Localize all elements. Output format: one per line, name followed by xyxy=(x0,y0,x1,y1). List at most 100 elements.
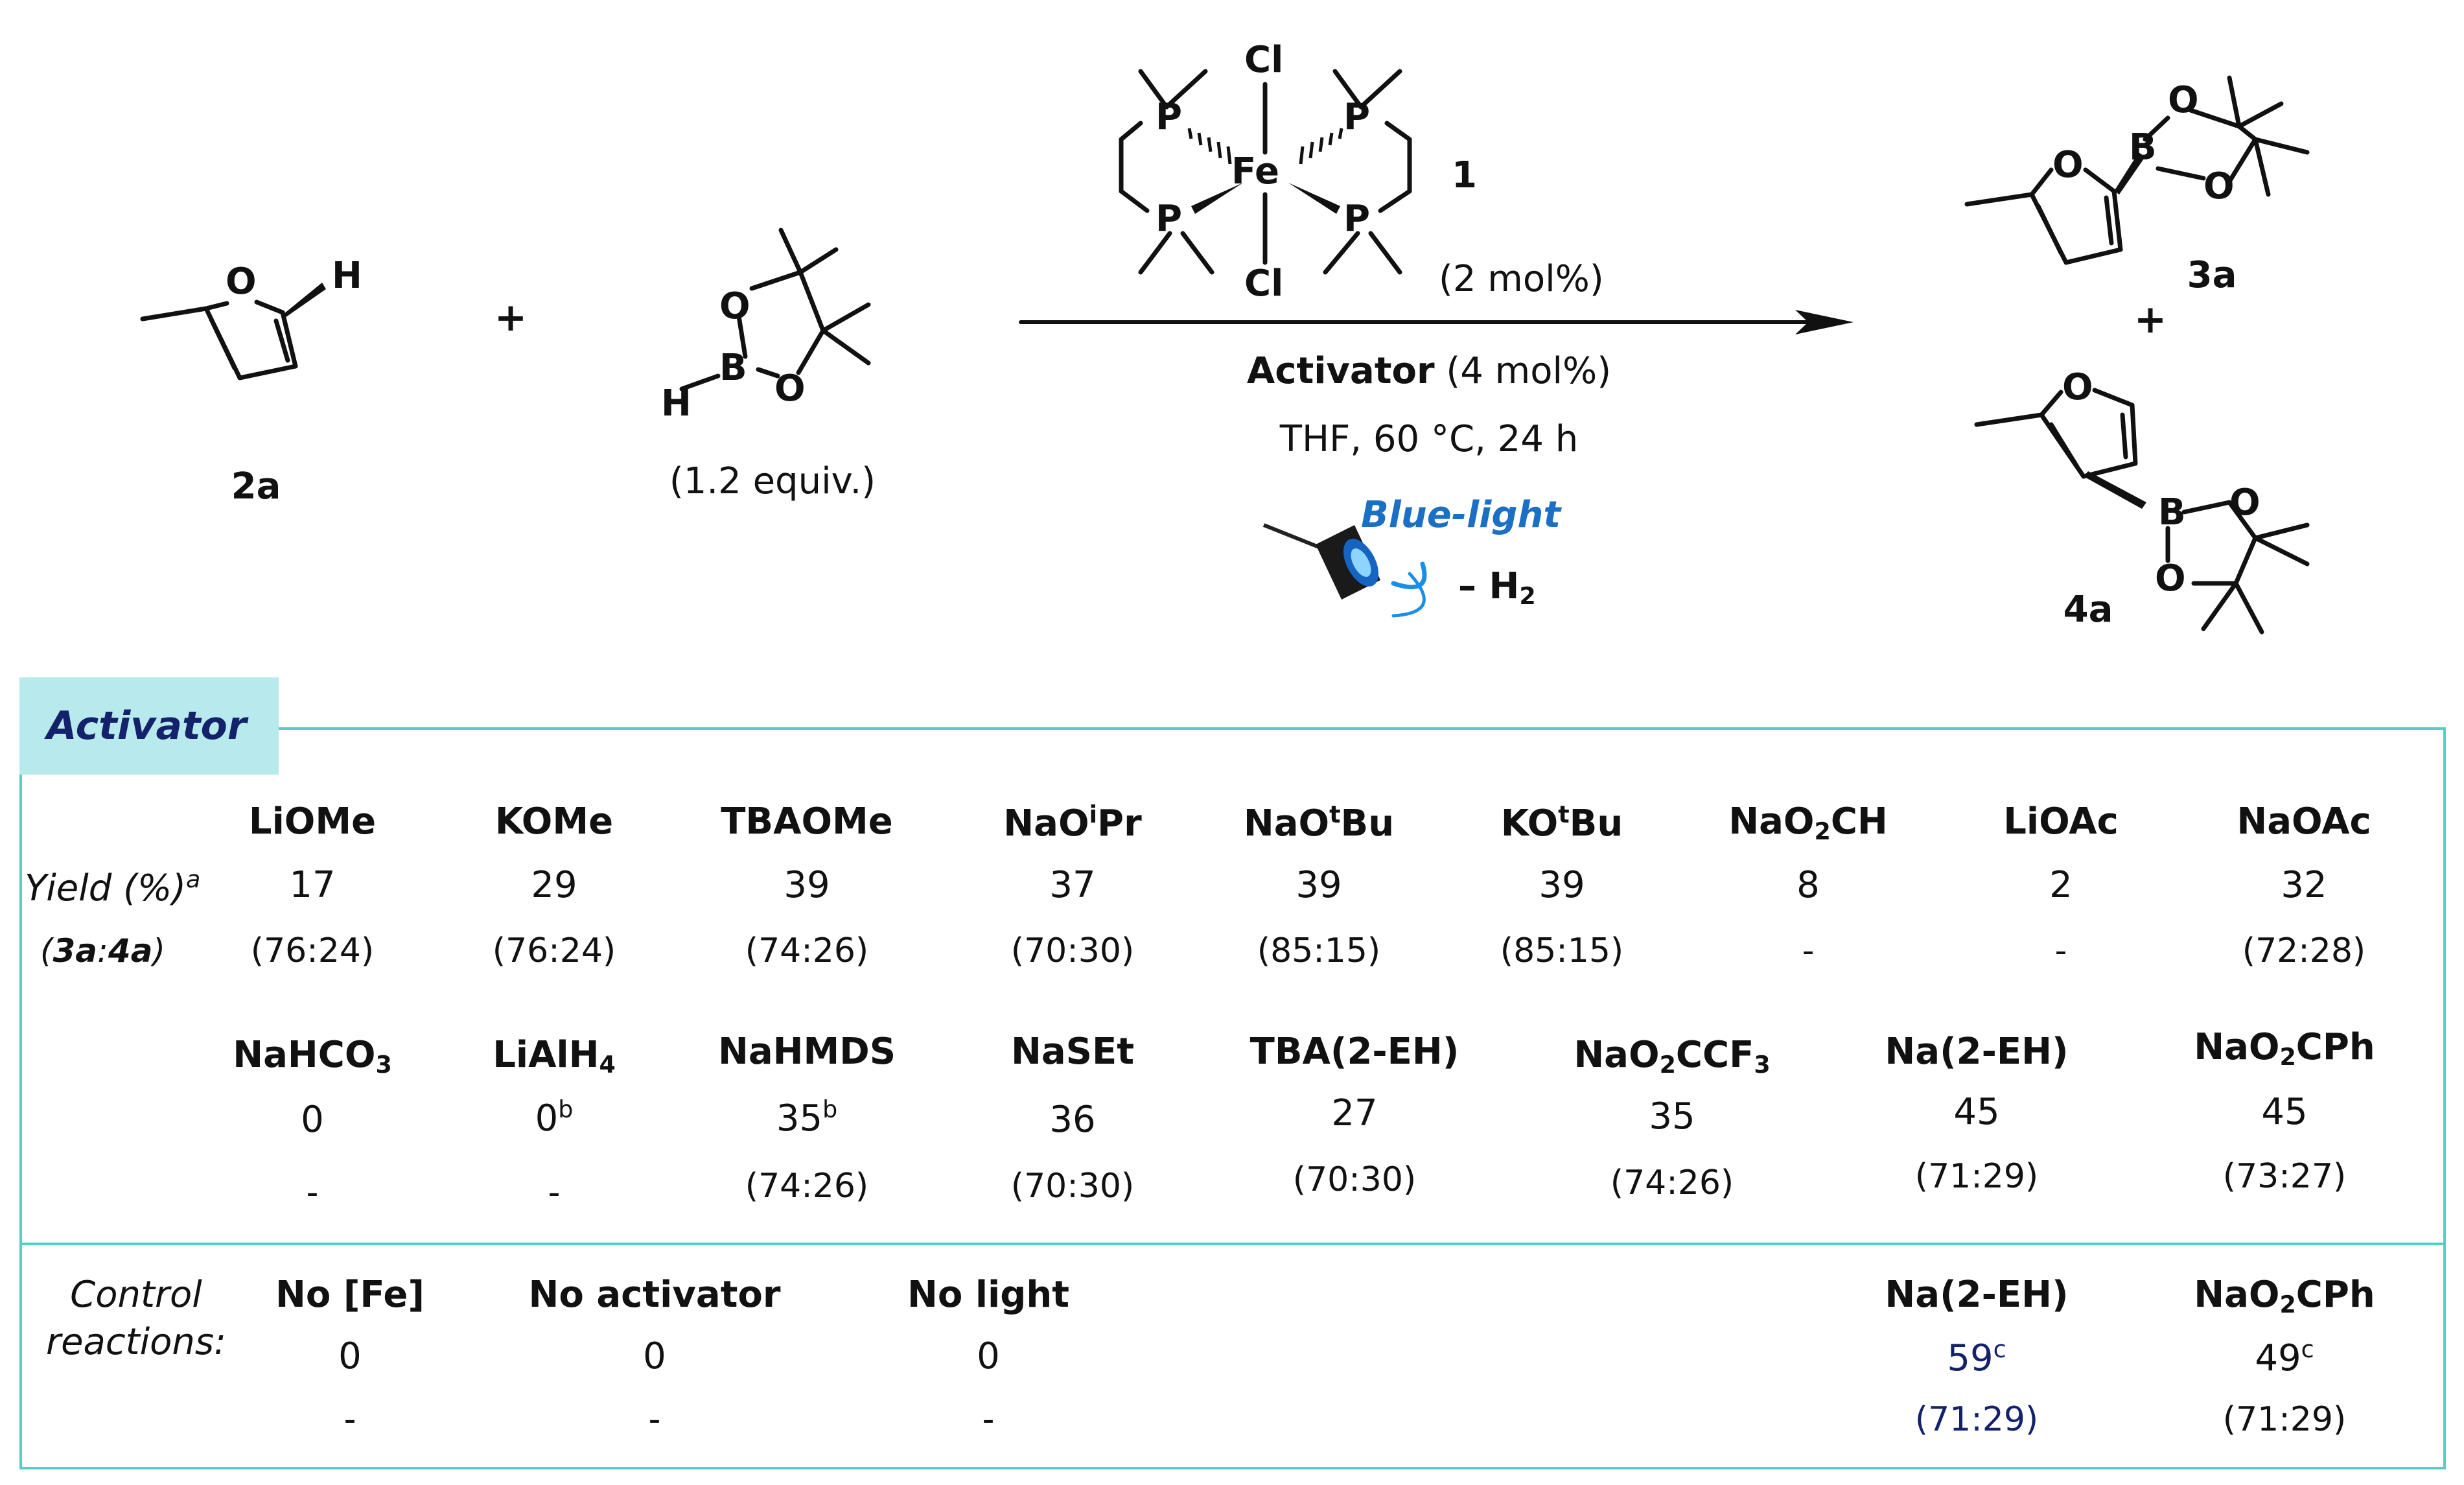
yield-value: 35 xyxy=(1649,1095,1695,1138)
yield-value: 0 xyxy=(301,1099,324,1141)
conditions: THF, 60 °C, 24 h xyxy=(1279,418,1579,460)
ratio-value: - xyxy=(306,1173,319,1212)
atom-cl: Cl xyxy=(1244,39,1284,81)
byproduct: – H2 xyxy=(1458,565,1536,611)
yield-value: 32 xyxy=(2281,864,2327,906)
yield-value: 45 xyxy=(1953,1091,2000,1133)
activator-line: Activator (4 mol%) xyxy=(1247,350,1611,392)
activator-name: KOtBu xyxy=(1500,801,1623,845)
yield-value: 0 xyxy=(977,1335,1000,1377)
yield-value: 36 xyxy=(1049,1099,1096,1141)
atom-h: H xyxy=(332,255,362,297)
yield-value: 0 xyxy=(338,1335,362,1377)
control-label-line1: Control xyxy=(70,1274,202,1316)
panel-tab: Activator xyxy=(19,677,279,775)
atom-p: P xyxy=(1343,96,1371,138)
activator-name: NaSEt xyxy=(1010,1031,1135,1073)
wedge-bond-right xyxy=(1288,183,1340,214)
activator-name: NaOtBu xyxy=(1243,801,1395,845)
ratio-value: - xyxy=(982,1400,995,1439)
reagent-equiv: (1.2 equiv.) xyxy=(669,460,876,502)
yield-value: 45 xyxy=(2261,1091,2308,1133)
ratio-value: (72:28) xyxy=(2242,931,2366,970)
reaction-scheme xyxy=(140,69,2310,635)
activator-name: NaHCO3 xyxy=(233,1034,392,1079)
activator-name: LiAlH4 xyxy=(493,1034,616,1079)
yield-value: 37 xyxy=(1049,864,1096,906)
reaction-arrow-head xyxy=(1795,310,1854,334)
atom-o: O xyxy=(774,368,806,410)
substrate-label: 2a xyxy=(231,465,281,508)
activator-loading: (4 mol%) xyxy=(1446,350,1612,392)
ratio-value: (70:30) xyxy=(1010,931,1135,970)
activator-name: TBAOMe xyxy=(721,801,893,843)
hashed-bonds xyxy=(1187,128,1343,165)
yield-value: 49c xyxy=(2255,1335,2314,1380)
yield-value: 2 xyxy=(2049,864,2073,906)
ratio-value: (85:15) xyxy=(1500,931,1624,970)
ratio-value: - xyxy=(2054,931,2067,970)
activator-name: NaOAc xyxy=(2237,801,2371,843)
atom-h: H xyxy=(661,382,692,425)
activator-name: No activator xyxy=(528,1274,781,1316)
ratio-value: (74:26) xyxy=(1610,1163,1734,1202)
ratio-value: - xyxy=(1802,931,1815,970)
atom-o: O xyxy=(2052,144,2084,186)
activator-name: KOMe xyxy=(494,801,614,843)
ratio-value: (71:29) xyxy=(2222,1400,2347,1439)
activator-name: NaHMDS xyxy=(717,1031,896,1073)
ratio-value: - xyxy=(548,1173,561,1212)
catalyst-label: 1 xyxy=(1452,154,1477,196)
iron-catalyst-structure xyxy=(1119,69,1412,275)
activator-name: NaO2CPh xyxy=(2194,1026,2375,1071)
ratio-value: (85:15) xyxy=(1257,931,1381,970)
activator-name: NaOiPr xyxy=(1003,801,1142,845)
yield-value: 0 xyxy=(643,1335,666,1377)
activator-name: NaO2CPh xyxy=(2194,1274,2375,1319)
hbpin-structure xyxy=(679,228,871,392)
yield-value: 29 xyxy=(531,864,577,906)
catalyst-loading: (2 mol%) xyxy=(1439,258,1604,300)
atom-cl: Cl xyxy=(1244,263,1284,305)
atom-o: O xyxy=(719,285,750,327)
atom-p: P xyxy=(1343,198,1371,240)
wedge-bond xyxy=(284,283,326,318)
yield-value: 27 xyxy=(1331,1092,1378,1134)
yield-row-label: Yield (%)a xyxy=(25,865,201,910)
ratio-value: (71:29) xyxy=(1914,1157,2039,1196)
product-3a-label: 3a xyxy=(2187,254,2237,296)
yield-value: 39 xyxy=(784,864,830,906)
yield-value: 17 xyxy=(289,864,336,906)
control-label-line2: reactions: xyxy=(46,1321,226,1363)
activator-label: Activator xyxy=(1246,350,1435,392)
yield-value: 8 xyxy=(1796,864,1820,906)
activator-name: No [Fe] xyxy=(275,1274,424,1316)
ratio-value: - xyxy=(343,1400,356,1439)
yield-value: 39 xyxy=(1296,864,1342,906)
atom-o: O xyxy=(2203,165,2235,207)
activator-name: Na(2-EH) xyxy=(1885,1031,2069,1073)
plus-sign: + xyxy=(2133,297,2167,342)
ratio-value: (71:29) xyxy=(1914,1400,2039,1439)
activator-panel xyxy=(19,727,2446,1469)
product-4a-label: 4a xyxy=(2063,589,2113,631)
blue-led-icon xyxy=(1262,523,1427,618)
activator-name: LiOMe xyxy=(248,801,377,843)
ratio-value: (70:30) xyxy=(1292,1160,1417,1199)
yield-value: 0b xyxy=(535,1095,574,1140)
methylfuran-structure xyxy=(140,299,298,380)
atom-o: O xyxy=(2229,482,2261,524)
yield-value: 35b xyxy=(776,1095,838,1140)
atom-b: B xyxy=(2158,491,2186,533)
atom-o: O xyxy=(226,261,257,303)
atom-fe: Fe xyxy=(1231,150,1279,193)
panel-divider xyxy=(19,1243,2446,1245)
atom-b: B xyxy=(719,347,747,389)
atom-o: O xyxy=(2062,366,2093,408)
ratio-value: - xyxy=(648,1400,661,1439)
atom-o: O xyxy=(2168,79,2199,121)
activator-name: No light xyxy=(907,1274,1069,1316)
atom-b: B xyxy=(2129,126,2157,169)
yield-value: 59c xyxy=(1947,1335,2006,1380)
activator-name: Na(2-EH) xyxy=(1885,1274,2069,1316)
